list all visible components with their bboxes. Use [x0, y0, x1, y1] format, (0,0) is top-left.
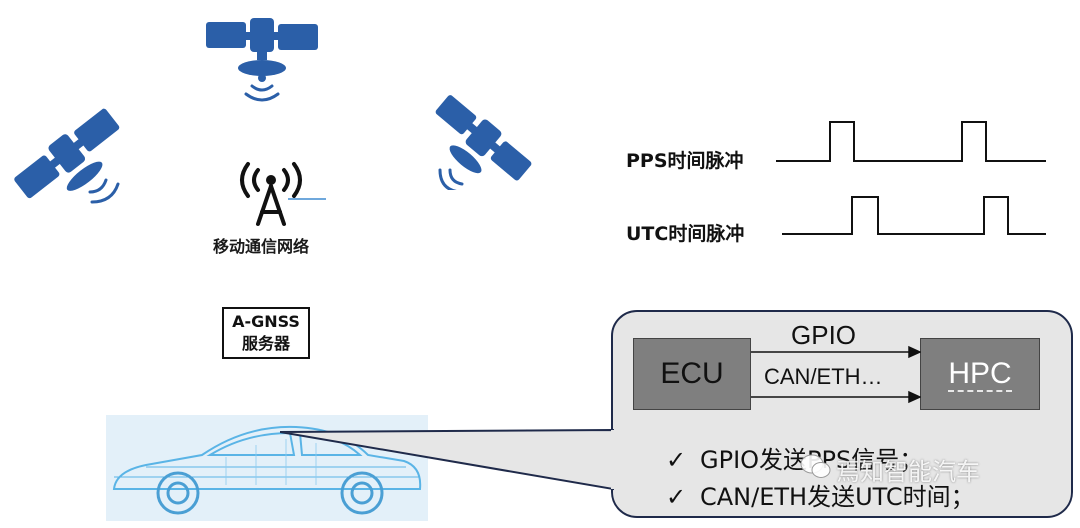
- ecu-box: ECU: [633, 338, 751, 410]
- hpc-box: HPC: [920, 338, 1040, 410]
- utc-pulse-label: UTC时间脉冲: [626, 223, 745, 245]
- bullet-item: ✓ CAN/ETH发送UTC时间；: [666, 477, 975, 512]
- satellite-icon: [435, 95, 532, 190]
- satellite-icon: [14, 108, 120, 204]
- antenna-icon: [240, 162, 326, 226]
- agnss-line2: 服务器: [241, 334, 290, 353]
- satellite-icon: [206, 18, 318, 102]
- check-icon: ✓: [666, 446, 687, 474]
- agnss-server-box: A-GNSS 服务器: [222, 307, 310, 359]
- check-icon: ✓: [666, 483, 687, 511]
- pps-waveform: [776, 121, 1046, 162]
- utc-waveform: [782, 196, 1046, 235]
- arrows: [751, 345, 921, 404]
- hpc-label: HPC: [948, 357, 1012, 392]
- agnss-line1: A-GNSS: [232, 312, 300, 331]
- wechat-icon: [800, 454, 831, 478]
- network-label: 移动通信网络: [213, 237, 310, 256]
- gpio-arrow-label: GPIO: [791, 320, 857, 350]
- pps-pulse-label: PPS时间脉冲: [626, 150, 744, 172]
- watermark-text: 焉知智能汽车: [836, 458, 980, 486]
- bullet-text: CAN/ETH发送UTC时间；: [700, 483, 975, 511]
- callout-pointer: [280, 428, 615, 491]
- can-eth-arrow-label: CAN/ETH…: [764, 364, 883, 389]
